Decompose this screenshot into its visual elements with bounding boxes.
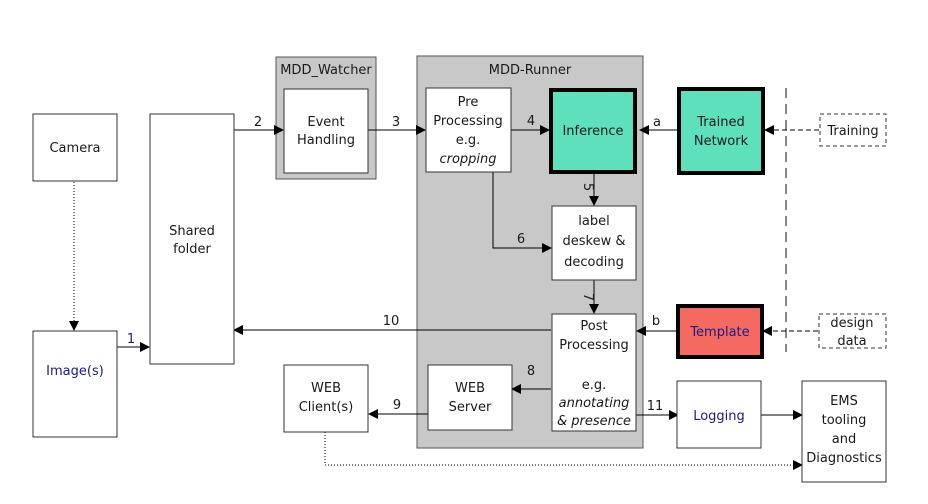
edge-label-b: b — [652, 314, 660, 329]
node-web-server: WEB Server — [427, 364, 513, 431]
svg-text:Processing: Processing — [559, 338, 628, 353]
svg-text:cropping: cropping — [439, 152, 496, 167]
svg-text:tooling: tooling — [822, 413, 867, 428]
svg-text:and: and — [832, 432, 856, 447]
edge-label-1: 1 — [127, 332, 135, 347]
edges — [69, 125, 819, 470]
svg-text:Network: Network — [694, 134, 749, 149]
node-template: Template — [676, 304, 764, 359]
svg-text:Server: Server — [449, 400, 492, 415]
svg-text:decoding: decoding — [564, 255, 624, 270]
svg-text:Event: Event — [307, 115, 344, 130]
svg-text:Client(s): Client(s) — [299, 400, 354, 415]
svg-text:design: design — [830, 316, 873, 331]
mdd-runner-title: MDD-Runner — [489, 63, 572, 78]
svg-text:deskew &: deskew & — [563, 234, 626, 249]
node-logging: Logging — [676, 380, 762, 449]
svg-text:Inference: Inference — [562, 124, 623, 139]
node-label-deskew: label deskew & decoding — [551, 205, 637, 281]
svg-text:folder: folder — [173, 242, 211, 257]
svg-text:EMS: EMS — [830, 394, 858, 409]
svg-text:& presence: & presence — [557, 414, 631, 429]
node-shared-folder: Shared folder — [149, 113, 235, 365]
svg-text:Post: Post — [580, 319, 607, 334]
svg-text:WEB: WEB — [455, 381, 485, 396]
svg-text:Trained: Trained — [696, 115, 744, 130]
edge-label-4: 4 — [527, 114, 535, 129]
edge-label-8: 8 — [527, 364, 535, 379]
node-web-client: WEB Client(s) — [283, 364, 369, 433]
edge-label-11: 11 — [647, 399, 664, 414]
edge-labels: 1 2 3 4 a 5 6 7 b 10 8 9 11 — [127, 114, 663, 414]
svg-text:Template: Template — [689, 325, 749, 340]
svg-text:e.g.: e.g. — [582, 378, 607, 393]
edge-label-9: 9 — [393, 398, 401, 413]
svg-text:Diagnostics: Diagnostics — [806, 451, 882, 466]
svg-text:Pre: Pre — [458, 95, 479, 110]
node-post-processing: Post Processing e.g. annotating & presen… — [551, 313, 637, 432]
svg-text:Training: Training — [826, 124, 878, 139]
node-images: Image(s) — [32, 330, 118, 438]
edge-6 — [492, 172, 552, 253]
edge-label-10: 10 — [383, 314, 400, 329]
edge-client-ems — [324, 432, 803, 470]
svg-text:Handling: Handling — [297, 133, 355, 148]
node-trained-network: Trained Network — [677, 87, 765, 175]
node-event-handling: Event Handling — [283, 88, 369, 174]
edge-label-3: 3 — [392, 115, 400, 130]
node-inference: Inference — [549, 88, 637, 174]
svg-text:Logging: Logging — [693, 409, 745, 424]
edge-label-2: 2 — [254, 115, 262, 130]
svg-text:Camera: Camera — [49, 141, 100, 156]
node-design-data: design data — [818, 313, 887, 349]
svg-text:WEB: WEB — [311, 381, 341, 396]
svg-text:label: label — [578, 214, 609, 229]
svg-text:data: data — [837, 334, 866, 349]
edge-label-5: 5 — [580, 183, 595, 191]
edge-label-6: 6 — [517, 232, 525, 247]
edge-label-a: a — [653, 115, 661, 130]
svg-text:Image(s): Image(s) — [46, 364, 104, 379]
svg-text:annotating: annotating — [559, 396, 630, 411]
mdd-watcher-title: MDD_Watcher — [280, 63, 372, 78]
svg-text:e.g.: e.g. — [456, 133, 481, 148]
svg-text:Processing: Processing — [433, 114, 502, 129]
edge-label-7: 7 — [580, 293, 595, 301]
node-ems: EMS tooling and Diagnostics — [801, 380, 887, 483]
svg-text:Shared: Shared — [169, 224, 215, 239]
node-camera: Camera — [32, 113, 118, 182]
node-pre-processing: Pre Processing e.g. cropping — [425, 87, 512, 173]
node-training: Training — [819, 113, 887, 147]
